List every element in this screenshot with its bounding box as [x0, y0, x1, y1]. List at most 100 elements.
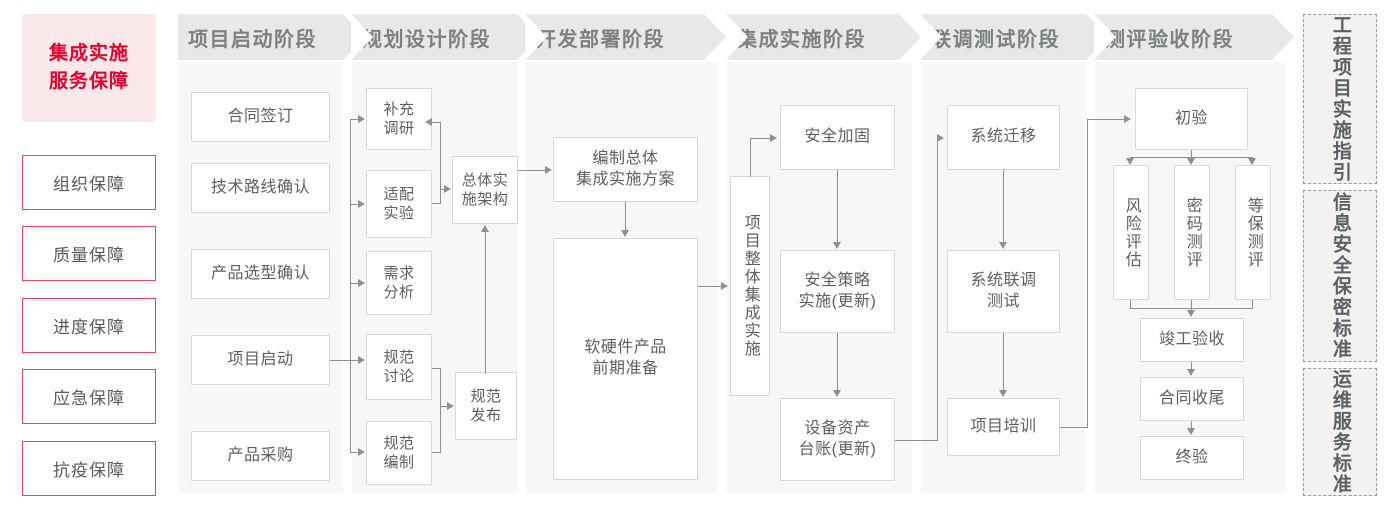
standard-box-0[interactable]: 工程项目实施指引 [1303, 14, 1377, 184]
guarantee-label: 抗疫保障 [53, 461, 125, 480]
node-integration-1[interactable]: 安全加固 [780, 105, 895, 170]
standard-label: 信息安全保密标准 [1329, 192, 1351, 360]
guarantee-label: 应急保障 [53, 389, 125, 408]
arrow-head-release [447, 402, 454, 410]
connector-completion-to-closeout [1191, 362, 1193, 370]
node-label: 设备资产 [804, 419, 871, 437]
node-label: 集成实施方案 [575, 170, 675, 188]
phase-header-label: 联调测试阶段 [931, 28, 1060, 51]
node-startup-4[interactable]: 产品采购 [191, 431, 330, 481]
node-planning-4[interactable]: 规范编制 [366, 421, 432, 485]
arrow-head-completion [1187, 310, 1195, 317]
chevron-notch-icon [1094, 14, 1116, 60]
node-label: 前期准备 [592, 360, 659, 377]
node-planning-3[interactable]: 规范讨论 [366, 334, 432, 400]
node-planning-2[interactable]: 需求分析 [366, 251, 432, 315]
arrow-head-plan [545, 166, 552, 174]
guarantee-box-1[interactable]: 质量保障 [22, 226, 156, 281]
phase-header-label: 集成实施阶段 [737, 28, 866, 51]
guarantee-box-0[interactable]: 组织保障 [22, 155, 156, 210]
connector-release-to-arch [485, 232, 487, 374]
node-startup-1[interactable]: 技术路线确认 [191, 163, 330, 213]
node-integration-2[interactable]: 安全策略实施(更新) [780, 250, 895, 333]
node-label: 调研 [383, 120, 415, 137]
node-planning-1[interactable]: 适配实验 [366, 170, 432, 238]
phase-header-joint-test: 联调测试阶段 [920, 14, 1108, 60]
node-startup-2[interactable]: 产品选型确认 [191, 249, 330, 299]
node-startup-3[interactable]: 项目启动 [191, 335, 330, 385]
standard-box-2[interactable]: 运维服务标准 [1303, 368, 1377, 496]
node-develop-0[interactable]: 编制总体集成实施方案 [553, 137, 698, 202]
node-planning-5[interactable]: 总体实施架构 [452, 156, 518, 224]
connector-merge-to-arch [440, 189, 445, 191]
node-label: 施架构 [461, 191, 509, 208]
phase-header-label: 规划设计阶段 [362, 28, 491, 51]
node-label: 系统迁移 [970, 128, 1037, 146]
node-joint-test-2[interactable]: 项目培训 [947, 398, 1060, 456]
arrow-head-initial [1124, 115, 1131, 123]
arrow-head-policy [833, 242, 841, 249]
node-acceptance-5[interactable]: 合同收尾 [1140, 377, 1244, 421]
phase-header-develop: 开发部署阶段 [525, 14, 726, 60]
guarantee-box-3[interactable]: 应急保障 [22, 369, 156, 424]
node-acceptance-1[interactable]: 风险评估 [1113, 165, 1149, 300]
phase-header-label: 测评验收阶段 [1105, 28, 1234, 51]
node-label: 编制总体 [592, 149, 659, 167]
node-label: 实施(更新) [798, 292, 877, 310]
arrow-head-closeout [1187, 369, 1195, 376]
arrow-head-training [999, 390, 1007, 397]
arrow-head-arch-up [481, 225, 489, 232]
lead-title-box: 集成实施 服务保障 [22, 14, 156, 122]
arrow-head-final [1187, 428, 1195, 435]
node-startup-0[interactable]: 合同签订 [191, 92, 330, 142]
node-planning-0[interactable]: 补充调研 [366, 88, 432, 150]
connector-merge-top-b [432, 203, 441, 205]
connector-prep-to-integration [698, 286, 722, 288]
phase-header-integration: 集成实施阶段 [726, 14, 921, 60]
connector-spec-to-release [440, 406, 448, 408]
node-integration-3[interactable]: 设备资产台账(更新) [780, 398, 895, 481]
connector-spec-merge-b [432, 452, 441, 454]
connector-planning-bus [350, 119, 352, 452]
node-label: 编制 [383, 454, 415, 471]
connector-integration-to-harden [750, 138, 771, 140]
node-joint-test-1[interactable]: 系统联调测试 [947, 250, 1060, 333]
node-joint-test-0[interactable]: 系统迁移 [947, 105, 1060, 170]
connector-training-right [1060, 427, 1088, 429]
guarantee-label: 进度保障 [53, 318, 125, 337]
guarantee-label: 组织保障 [53, 175, 125, 194]
node-label: 规范 [383, 434, 415, 452]
connector-bus-branch-2 [350, 283, 359, 285]
guarantee-label: 质量保障 [53, 246, 125, 265]
guarantee-box-2[interactable]: 进度保障 [22, 298, 156, 353]
node-acceptance-3[interactable]: 等保测评 [1235, 165, 1271, 300]
node-develop-1[interactable]: 软硬件产品前期准备 [553, 238, 698, 480]
arrow-head-planning-2 [358, 279, 365, 287]
arrow-head-migration [937, 134, 944, 142]
node-integration-0[interactable]: 项目整体集成实施 [730, 176, 770, 396]
arrow-head-integration [721, 282, 728, 290]
node-planning-6[interactable]: 规范发布 [455, 372, 517, 440]
arrow-head-planning-0 [358, 115, 365, 123]
node-acceptance-0[interactable]: 初验 [1135, 88, 1248, 150]
node-label: 项目培训 [970, 417, 1037, 435]
node-label: 合同收尾 [1158, 389, 1225, 407]
connector-asset-up [937, 138, 939, 441]
node-label: 总体实 [461, 171, 509, 189]
phase-header-startup: 项目启动阶段 [178, 14, 365, 60]
node-acceptance-6[interactable]: 终验 [1140, 436, 1244, 480]
arrow-head-prep [621, 230, 629, 237]
guarantee-box-4[interactable]: 抗疫保障 [22, 441, 156, 496]
node-label: 系统联调 [970, 271, 1037, 289]
arrow-head-crypto [1187, 158, 1195, 165]
connector-merge-top-a [432, 122, 441, 124]
standard-box-1[interactable]: 信息安全保密标准 [1303, 190, 1377, 362]
arrow-head-harden [770, 134, 777, 142]
connector-bus-branch-4 [350, 452, 359, 454]
node-label: 规范 [470, 387, 502, 405]
node-acceptance-2[interactable]: 密码测评 [1174, 165, 1210, 300]
node-label: 补充 [383, 100, 415, 118]
node-acceptance-4[interactable]: 竣工验收 [1140, 318, 1244, 362]
arrow-head-planning-1 [358, 200, 365, 208]
chevron-notch-icon [525, 14, 547, 60]
